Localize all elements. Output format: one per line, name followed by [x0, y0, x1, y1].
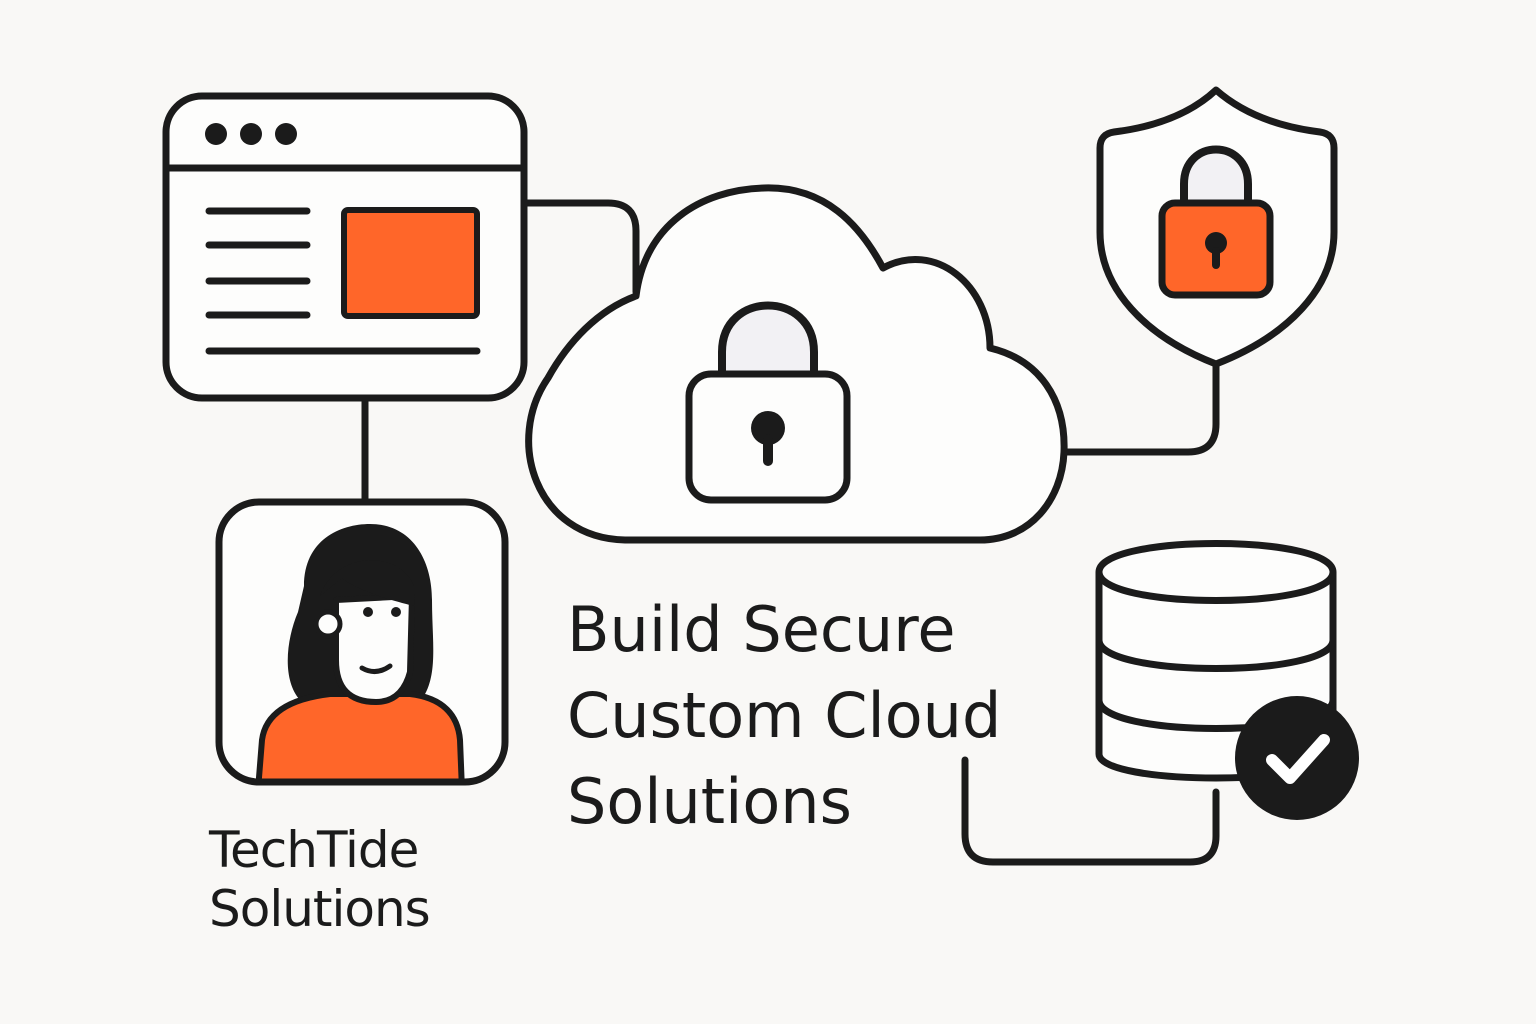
- check-badge-icon: [1235, 696, 1359, 820]
- eye: [391, 607, 401, 617]
- cloud-lock-icon: [525, 184, 1068, 544]
- window-dot-icon: [240, 123, 262, 145]
- headline-line-2: Custom Cloud: [567, 679, 1001, 752]
- brand-name-line-1: TechTide: [208, 821, 418, 879]
- cloud-to-shield-connector: [1060, 360, 1220, 456]
- face: [333, 593, 415, 705]
- eye: [363, 607, 373, 617]
- headline-line-1: Build Secure: [567, 593, 956, 666]
- user-avatar-icon: [215, 498, 509, 786]
- connector-lines: [361, 199, 1220, 866]
- smile: [359, 663, 393, 674]
- headline-line-3: Solutions: [567, 765, 852, 838]
- database-connector: [961, 756, 1220, 866]
- shield-lock-icon: [1096, 86, 1338, 368]
- shirt: [255, 691, 465, 782]
- padlock-icon: [685, 301, 851, 504]
- bangs: [320, 560, 414, 606]
- window-dot-icon: [205, 123, 227, 145]
- window-dot-icon: [275, 123, 297, 145]
- database-check-icon: [1095, 540, 1359, 820]
- brand-name-line-2: Solutions: [209, 880, 430, 938]
- browser-window-icon: [162, 92, 528, 402]
- image-placeholder: [341, 207, 480, 319]
- browser-to-cloud-connector: [521, 199, 640, 296]
